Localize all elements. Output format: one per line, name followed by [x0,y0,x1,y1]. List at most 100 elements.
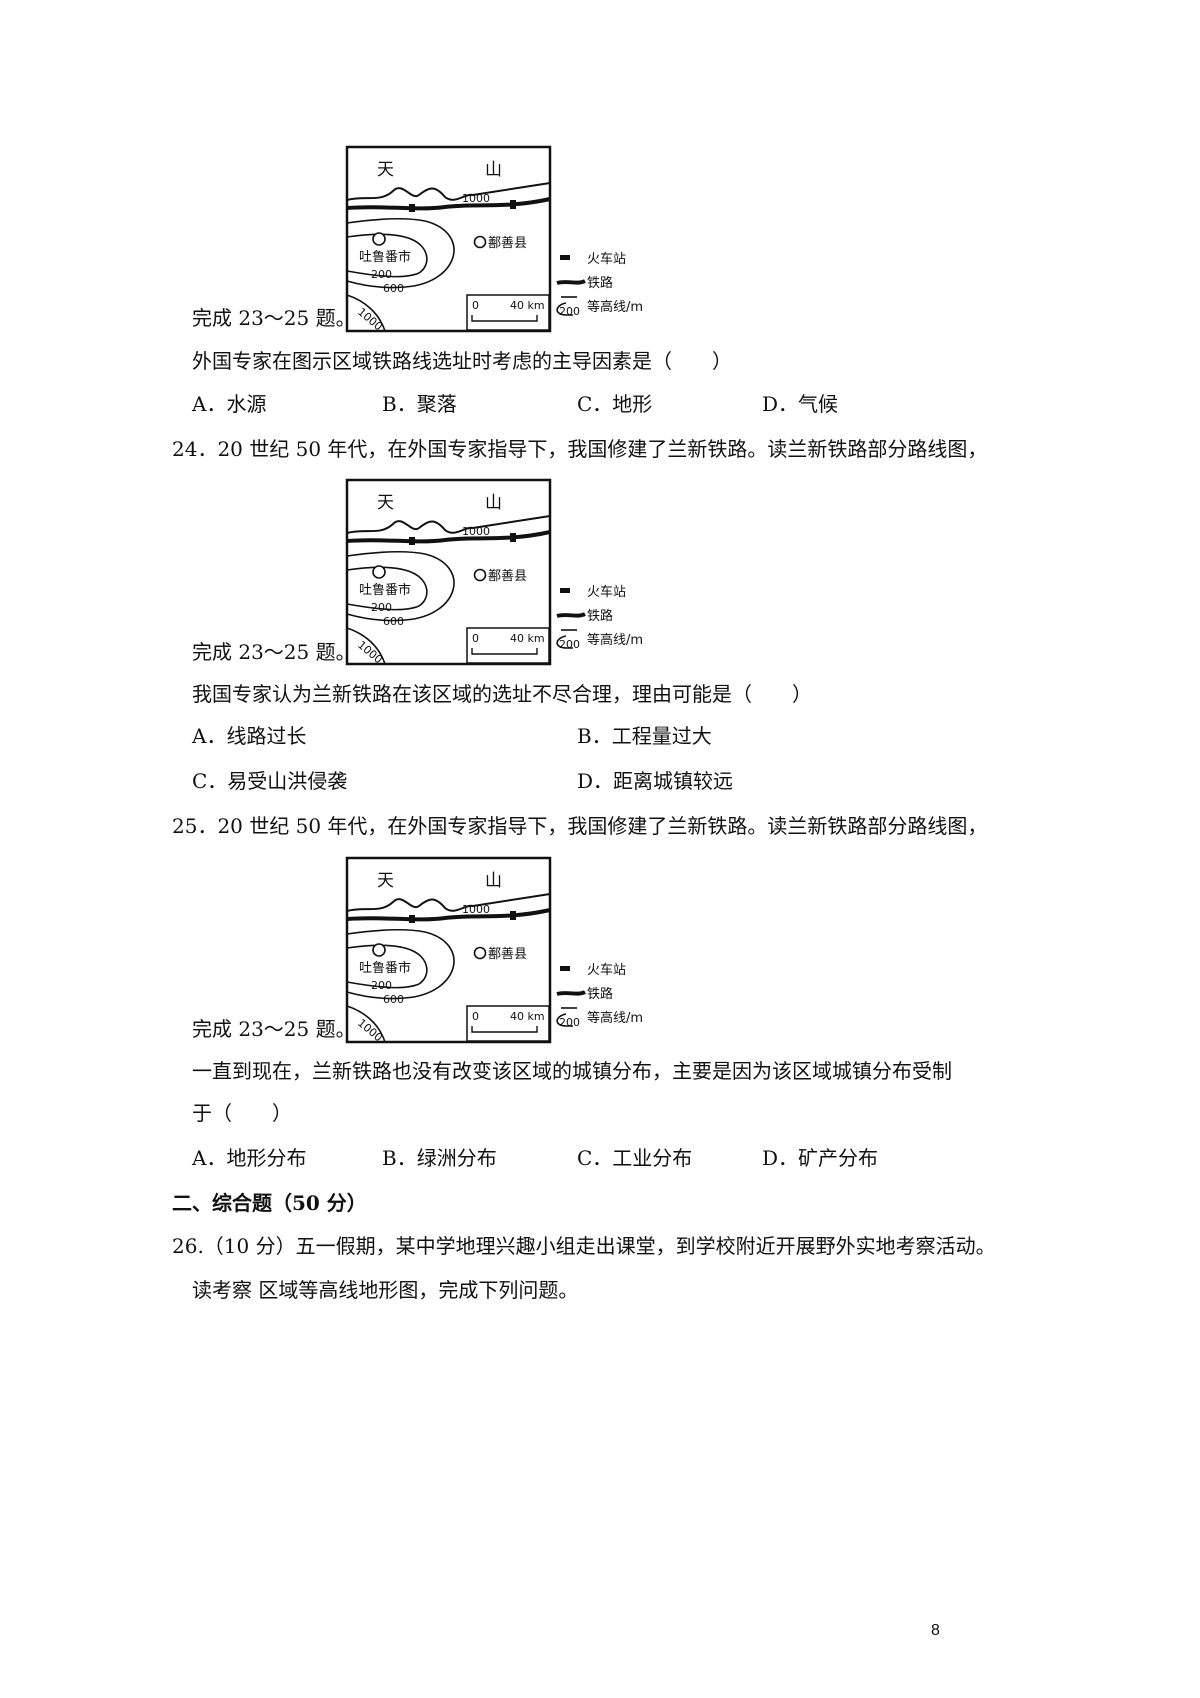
city-label-turpan: 吐鲁番市 [359,249,411,265]
contour-line-600 [346,218,455,289]
map-frame [345,145,552,333]
legend-contour-value: 200 [559,1016,580,1029]
legend-station-label: 火车站 [587,251,626,267]
legend-contour-value: 200 [559,638,580,651]
railway-map-q23: 天 山 1000 吐鲁番市 鄯善县 200 600 1000 0 40 km 火… [345,145,675,337]
q23-caption: 完成 23～25 题。 [192,306,356,330]
legend-station-icon [560,966,570,971]
city-label-shanshan: 鄯善县 [488,568,527,584]
q25-intro: 25．20 世纪 50 年代，在外国专家指导下，我国修建了兰新铁路。读兰新铁路部… [172,814,988,838]
city-label-shanshan: 鄯善县 [488,946,527,962]
city-marker-shanshan [473,235,487,249]
station-marker-2 [510,911,516,920]
mountain-contour-line [346,182,551,201]
legend-contour-icon [556,1013,573,1027]
mountain-contour-line [346,893,551,912]
q26-line2: 读考察 区域等高线地形图，完成下列问题。 [192,1278,579,1302]
contour-label-1000-top: 1000 [462,903,490,916]
contour-label-600: 600 [383,615,404,628]
legend-contour-label: 等高线/m [587,1010,643,1026]
station-marker-1 [409,204,415,212]
legend-railway-label: 铁路 [587,608,613,624]
q23-option-a[interactable]: A．水源 [192,392,267,416]
mountain-label-1: 天 [377,493,394,513]
legend-station-icon [560,588,570,593]
q25-option-b[interactable]: B．绿洲分布 [382,1146,497,1170]
contour-label-1000-top: 1000 [462,192,490,205]
city-marker-shanshan [473,568,487,582]
q23-option-d[interactable]: D．气候 [762,392,839,416]
railway-map-svg: 天 山 1000 吐鲁番市 鄯善县 200 600 1000 0 40 km 火… [345,478,643,666]
legend-railway-icon [556,990,586,996]
contour-line-200 [346,233,428,278]
q24-option-c[interactable]: C．易受山洪侵袭 [192,769,348,793]
q23-option-b[interactable]: B．聚落 [382,392,457,416]
q24-caption: 完成 23～25 题。 [192,640,356,664]
contour-label-600: 600 [383,282,404,295]
scale-bar [471,648,538,655]
legend-station-label: 火车站 [587,962,626,978]
station-marker-1 [409,915,415,923]
map-frame [345,478,552,666]
q24-option-a[interactable]: A．线路过长 [192,724,307,748]
contour-label-200: 200 [371,979,392,992]
contour-label-1000-top: 1000 [462,525,490,538]
page-number: 8 [931,1622,940,1639]
railway-map-svg: 天 山 1000 吐鲁番市 鄯善县 200 600 1000 0 40 km 火… [345,856,643,1044]
legend-railway-icon [556,279,586,285]
scale-bar [471,1026,538,1033]
contour-line-1000-bottom [346,1005,386,1043]
legend-contour-label: 等高线/m [587,299,643,315]
contour-label-200: 200 [371,601,392,614]
q25-caption: 完成 23～25 题。 [192,1017,356,1041]
map-frame [345,856,552,1044]
station-marker-2 [510,200,516,209]
railway-map-q24: 天 山 1000 吐鲁番市 鄯善县 200 600 1000 0 40 km 火… [345,478,675,670]
contour-line-1000-bottom [346,294,386,332]
mountain-label-2: 山 [485,871,502,891]
scale-distance: 40 km [510,632,545,645]
legend-station-icon [560,255,570,260]
railway-map-q25: 天 山 1000 吐鲁番市 鄯善县 200 600 1000 0 40 km 火… [345,856,675,1048]
contour-line-600 [346,551,455,622]
city-label-shanshan: 鄯善县 [488,235,527,251]
legend-railway-label: 铁路 [587,275,613,291]
scale-zero: 0 [472,1010,479,1023]
q23-stem: 外国专家在图示区域铁路线选址时考虑的主导因素是（ ） [192,349,732,373]
q25-option-d[interactable]: D．矿产分布 [762,1146,879,1170]
city-label-turpan: 吐鲁番市 [359,960,411,976]
q25-option-c[interactable]: C．工业分布 [577,1146,693,1170]
city-marker-turpan [372,943,386,957]
scale-distance: 40 km [510,1010,545,1023]
section-title-comprehensive: 二、综合题（50 分） [172,1191,367,1215]
legend-contour-value: 200 [559,305,580,318]
q24-option-d[interactable]: D．距离城镇较远 [577,769,734,793]
q26-line1: 26.（10 分）五一假期，某中学地理兴趣小组走出课堂，到学校附近开展野外实地考… [172,1234,996,1258]
mountain-contour-line [346,515,551,534]
mountain-label-1: 天 [377,871,394,891]
contour-label-1000-bottom: 1000 [355,1016,385,1044]
contour-label-200: 200 [371,268,392,281]
city-label-turpan: 吐鲁番市 [359,582,411,598]
contour-label-1000-bottom: 1000 [355,638,385,666]
scale-box [466,627,550,664]
scale-distance: 40 km [510,299,545,312]
railway-line [346,530,551,544]
scale-box [466,294,550,331]
city-marker-shanshan [473,946,487,960]
q24-intro: 24．20 世纪 50 年代，在外国专家指导下，我国修建了兰新铁路。读兰新铁路部… [172,437,988,461]
legend-contour-icon [556,302,573,316]
mountain-label-2: 山 [485,160,502,180]
legend-railway-label: 铁路 [587,986,613,1002]
contour-line-600 [346,929,455,1000]
contour-line-1000-bottom [346,627,386,665]
railway-line [346,197,551,211]
legend-railway-icon [556,612,586,618]
legend-contour-icon [556,635,573,649]
q23-option-c[interactable]: C．地形 [577,392,653,416]
city-marker-turpan [372,565,386,579]
q25-option-a[interactable]: A．地形分布 [192,1146,307,1170]
q24-option-b[interactable]: B．工程量过大 [577,724,712,748]
q24-stem: 我国专家认为兰新铁路在该区域的选址不尽合理，理由可能是（ ） [192,682,812,706]
contour-line-200 [346,566,428,611]
